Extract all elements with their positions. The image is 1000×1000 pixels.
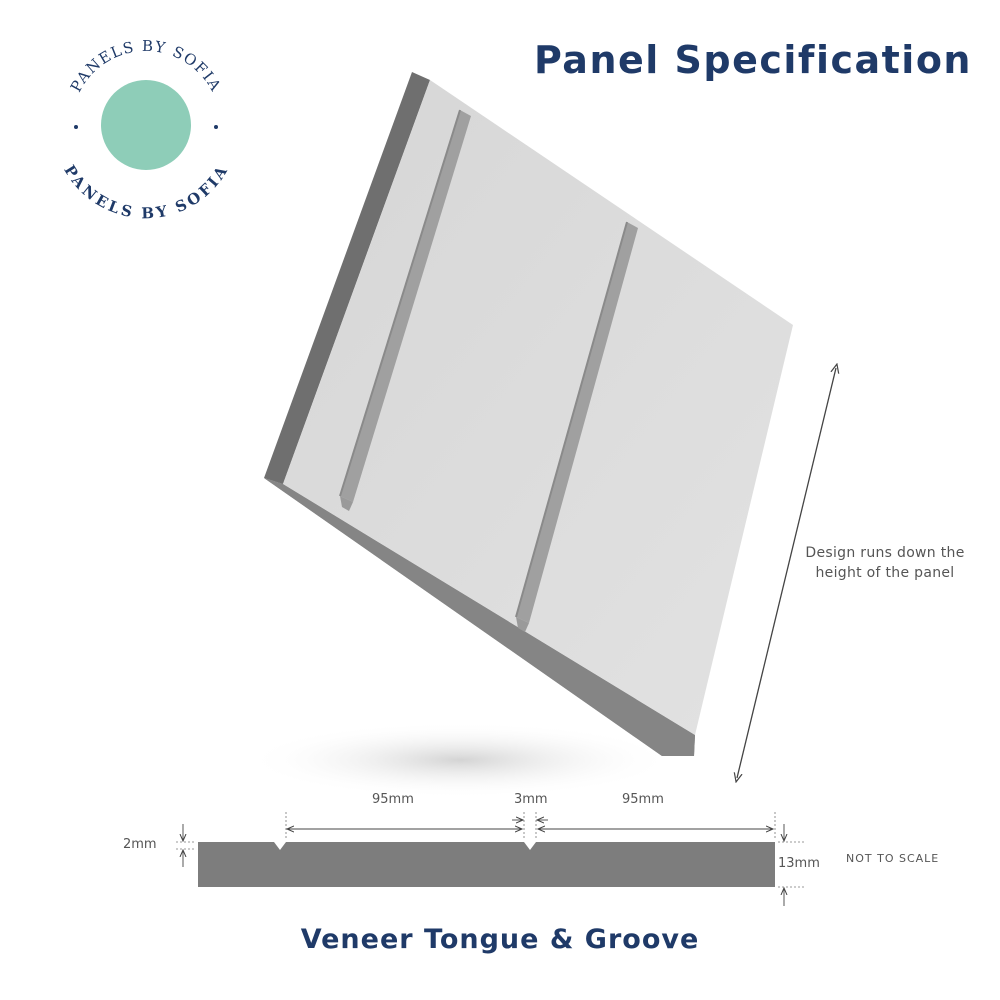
- cross-section: [176, 812, 806, 906]
- panel-groove-2: [516, 222, 638, 623]
- dim-label-width-left: 95mm: [372, 792, 414, 807]
- logo-disc: [101, 80, 191, 170]
- panel-left-edge: [264, 72, 430, 484]
- dim-label-thickness: 13mm: [778, 856, 820, 871]
- panel-groove-1: [340, 110, 471, 502]
- panel-groove-2-notch: [516, 617, 529, 632]
- logo-dot-right: [214, 125, 218, 129]
- panel-groove-2-shadow: [515, 221, 628, 618]
- design-direction-note-line1: Design runs down the: [805, 545, 965, 561]
- panel-groove-1-notch: [340, 496, 353, 511]
- brand-logo: PANELS BY SOFIA PANELS BY SOFIA: [60, 37, 231, 222]
- panel-shadow: [245, 722, 675, 798]
- panel-groove-1-shadow: [339, 109, 461, 497]
- dim-label-width-right: 95mm: [622, 792, 664, 807]
- logo-text-bottom: PANELS BY SOFIA: [60, 162, 231, 222]
- dim-label-groove-depth: 2mm: [123, 837, 157, 852]
- page-title: Panel Specification: [533, 38, 972, 82]
- logo-dot-left: [74, 125, 78, 129]
- panel-illustration: [264, 72, 793, 756]
- product-name: Veneer Tongue & Groove: [300, 924, 700, 955]
- dim-label-groove-width: 3mm: [514, 792, 548, 807]
- design-direction-note-line2: height of the panel: [815, 565, 955, 581]
- direction-arrow: [737, 368, 836, 778]
- panel-bottom-edge-shade: [264, 478, 695, 756]
- cross-section-profile: [198, 842, 775, 887]
- scale-note: NOT TO SCALE: [846, 852, 940, 865]
- panel-face: [283, 80, 793, 735]
- design-direction-note: Design runs down the height of the panel: [790, 543, 980, 583]
